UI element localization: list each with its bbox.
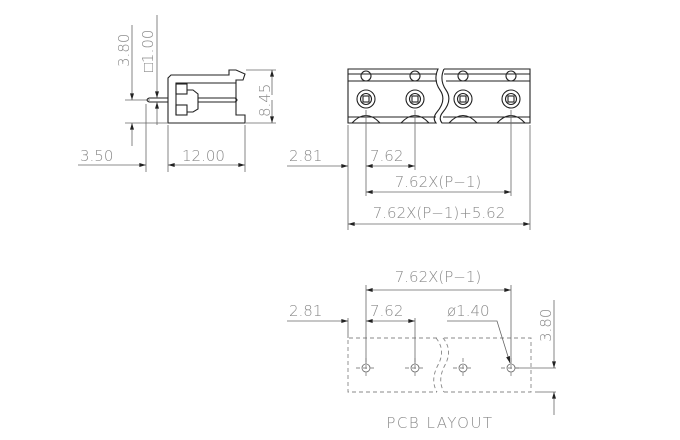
pcb-dim-3-80: 3.80 [537, 309, 555, 342]
pcb-dimensions: 7.62X(P−1) 2.81 7.62 ø1.40 3.80 [287, 268, 556, 415]
dim-7-62: 7.62 [370, 147, 403, 165]
dim-3-50: 3.50 [80, 147, 113, 165]
terminal-screw [400, 70, 430, 124]
front-body [347, 68, 531, 124]
front-view: 2.81 7.62 7.62X(P−1) 7.62X(P−1)+5.62 [287, 68, 531, 230]
pcb-dim-7-62: 7.62 [370, 302, 403, 320]
pcb-layout: 7.62X(P−1) 2.81 7.62 ø1.40 3.80 PCB LAYO… [287, 268, 556, 432]
side-view: 3.80 □1.00 8.45 3.50 12.00 [78, 15, 276, 172]
pcb-dim-2-81: 2.81 [289, 302, 322, 320]
side-body [146, 69, 246, 124]
dim-pin-square: □1.00 [139, 30, 157, 72]
terminal-screw [496, 70, 526, 124]
side-dimensions: 3.80 □1.00 8.45 3.50 12.00 [78, 15, 276, 172]
dim-12-00: 12.00 [182, 147, 225, 165]
pcb-holes [356, 358, 521, 378]
front-dimensions: 2.81 7.62 7.62X(P−1) 7.62X(P−1)+5.62 [287, 110, 531, 230]
dim-2-81: 2.81 [289, 147, 322, 165]
dim-3-80-side: 3.80 [115, 34, 133, 67]
dim-overall-length: 7.62X(P−1)+5.62 [373, 204, 506, 222]
dim-pitch-total: 7.62X(P−1) [395, 173, 482, 191]
pcb-hole [453, 358, 473, 378]
terminal-screw [448, 70, 478, 124]
pcb-layout-title: PCB LAYOUT [386, 414, 493, 432]
dim-8-45: 8.45 [256, 84, 274, 117]
pcb-dim-pitch-total: 7.62X(P−1) [395, 268, 482, 286]
pcb-dim-hole-diameter: ø1.40 [447, 302, 490, 320]
